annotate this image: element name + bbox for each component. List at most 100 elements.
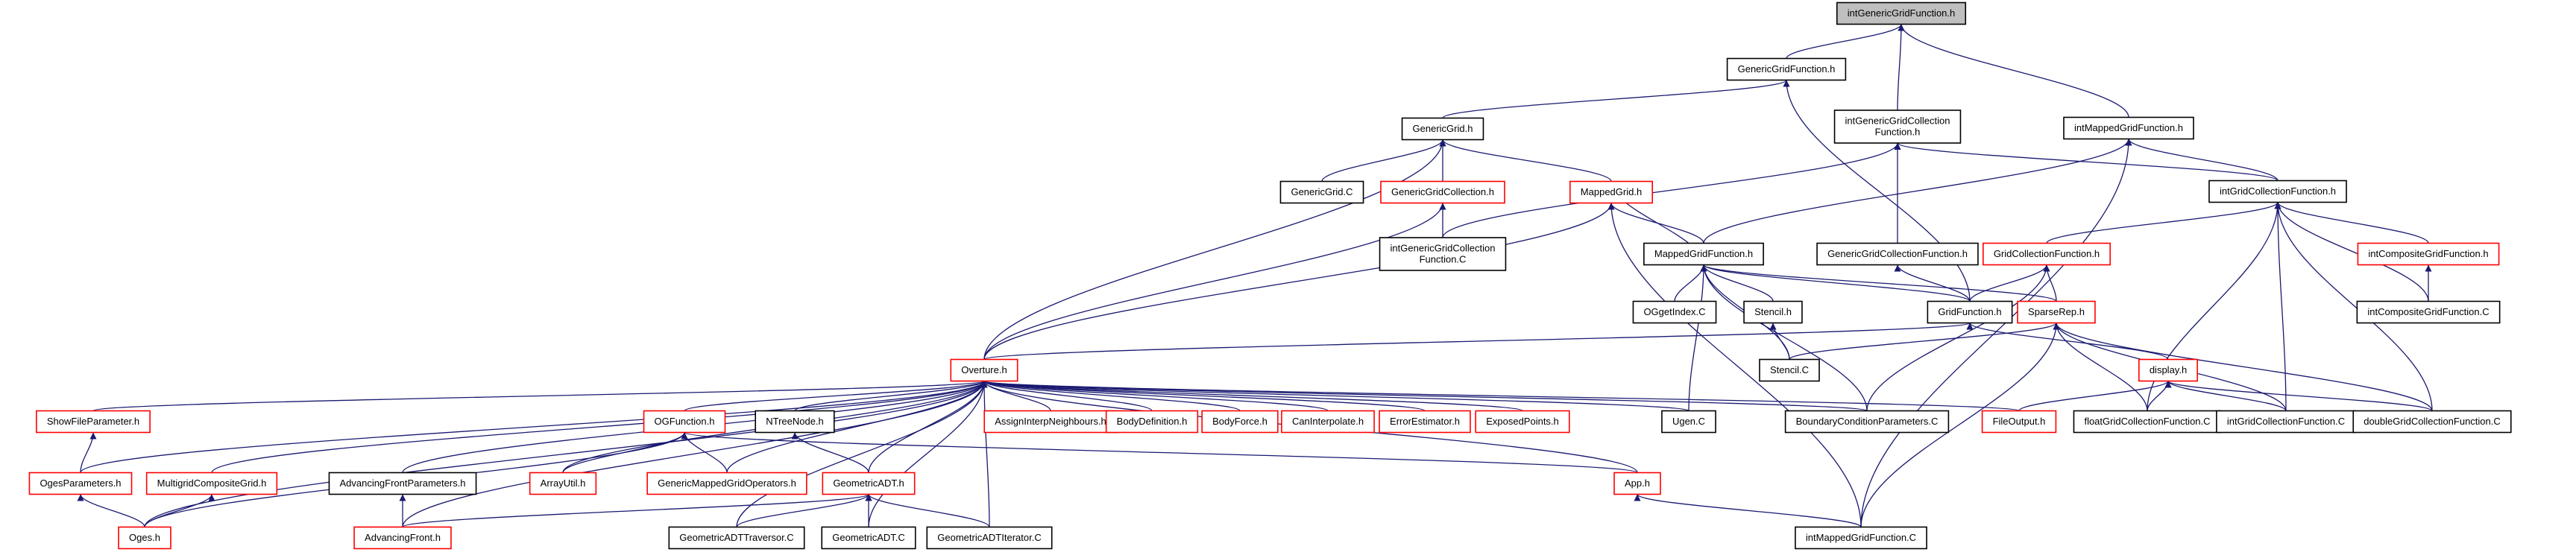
file-node-oges[interactable]: Oges.h (118, 526, 171, 550)
file-node-box (643, 410, 726, 434)
dependency-edge (1607, 203, 1862, 527)
dependency-edge (980, 380, 1523, 412)
file-node-box (1816, 242, 1979, 266)
dependency-edge (2147, 202, 2281, 411)
file-node-gcf[interactable]: GridCollectionFunction.h (1983, 242, 2111, 266)
file-node-ntree[interactable]: NTreeNode.h (755, 410, 835, 434)
dependency-edge (981, 380, 1689, 412)
file-node-label: Oges.h (129, 532, 160, 543)
file-node-label: SparseRep.h (2028, 306, 2085, 317)
file-node-label: Function.C (1420, 254, 1467, 265)
dependency-edge (983, 139, 1446, 360)
file-node-gadt[interactable]: GeometricADT.h (822, 472, 916, 495)
file-node-app[interactable]: App.h (1613, 472, 1661, 495)
dependency-edge (2053, 323, 2148, 411)
dependency-edge (1894, 264, 1971, 302)
file-node-gmgo[interactable]: GenericMappedGridOperators.h (646, 472, 807, 495)
file-node-fgcf[interactable]: floatGridCollectionFunction.C (2073, 410, 2222, 434)
file-node-gg[interactable]: GenericGrid.h (1401, 117, 1484, 141)
file-node-label: OgesParameters.h (40, 478, 121, 489)
file-node-icgf[interactable]: intCompositeGridFunction.h (2357, 242, 2500, 266)
file-node-label: intCompositeGridFunction.C (2367, 306, 2489, 317)
file-node-label: Overture.h (961, 364, 1007, 375)
file-node-sr[interactable]: SparseRep.h (2017, 300, 2096, 324)
file-node-fo[interactable]: FileOutput.h (1981, 410, 2057, 434)
dependency-edge (736, 494, 872, 527)
file-node-box (1661, 410, 1716, 434)
dependency-edge (2274, 202, 2433, 411)
file-node-label: ErrorEstimator.h (1390, 416, 1460, 427)
file-node-root: intGenericGridFunction.h (1836, 1, 1967, 25)
file-node-igcfC[interactable]: intGridCollectionFunction.C (2216, 410, 2356, 434)
file-node-box (1613, 472, 1661, 495)
file-node-label: intMappedGridFunction.C (1806, 532, 1916, 543)
file-node-imgf[interactable]: intMappedGridFunction.h (2063, 116, 2194, 140)
file-node-arrayutil[interactable]: ArrayUtil.h (529, 472, 597, 495)
dependency-edge (983, 322, 1973, 361)
dependency-edge (868, 381, 988, 473)
file-node-imgfC[interactable]: intMappedGridFunction.C (1795, 526, 1927, 550)
file-node-box (755, 410, 835, 434)
file-node-dgcf[interactable]: doubleGridCollectionFunction.C (2352, 410, 2512, 434)
file-node-box (1281, 410, 1375, 434)
file-node-af[interactable]: AdvancingFront.h (353, 526, 452, 550)
file-node-box (1743, 300, 1803, 324)
file-node-stencilC[interactable]: Stencil.C (1759, 358, 1820, 382)
file-node-label: intGridCollectionFunction.C (2227, 416, 2345, 427)
file-node-igcf[interactable]: intGridCollectionFunction.h (2208, 180, 2347, 203)
file-node-ain[interactable]: AssignInterpNeighbours.h (983, 410, 1118, 434)
file-node-box (1379, 410, 1471, 434)
file-node-expts[interactable]: ExposedPoints.h (1475, 410, 1570, 434)
file-node-box (1643, 242, 1764, 266)
file-node-mg[interactable]: MappedGrid.h (1569, 180, 1653, 204)
file-node-display[interactable]: display.h (2138, 358, 2198, 382)
file-node-bdef[interactable]: BodyDefinition.h (1105, 410, 1199, 434)
dependency-edge (1860, 323, 2060, 527)
dependency-edge (1700, 264, 1774, 302)
file-node-label: GeometricADT.C (832, 532, 905, 543)
file-node-ggc[interactable]: GenericGrid.C (1279, 180, 1364, 204)
file-node-mcg[interactable]: MultigridCompositeGrid.h (145, 472, 278, 495)
file-node-box (1569, 180, 1653, 204)
dependency-edge (980, 381, 990, 527)
file-node-gadtC[interactable]: GeometricADT.C (821, 526, 916, 550)
file-node-mgf[interactable]: MappedGridFunction.h (1643, 242, 1764, 266)
file-node-ugen[interactable]: Ugen.C (1661, 410, 1716, 434)
file-node-gadti[interactable]: GeometricADTIterator.C (926, 526, 1053, 550)
file-node-ogi[interactable]: OGgetIndex.C (1632, 300, 1717, 324)
dependency-edge (980, 380, 1426, 412)
file-node-ggcol[interactable]: GenericGridCollection.h (1380, 180, 1505, 204)
file-node-box (28, 472, 133, 495)
file-node-label: intMappedGridFunction.h (2074, 122, 2183, 133)
file-node-sfp[interactable]: ShowFileParameter.h (36, 410, 151, 434)
file-node-afp[interactable]: AdvancingFrontParameters.h (328, 472, 477, 495)
file-node-canint[interactable]: CanInterpolate.h (1281, 410, 1375, 434)
file-node-overture[interactable]: Overture.h (950, 358, 1018, 382)
file-node-ogesp[interactable]: OgesParameters.h (28, 472, 133, 495)
file-node-ogf[interactable]: OGFunction.h (643, 410, 726, 434)
dependency-edge (684, 380, 988, 412)
file-node-label: GridCollectionFunction.h (1994, 248, 2100, 259)
file-node-box (145, 472, 278, 495)
file-node-label: Stencil.C (1770, 364, 1809, 375)
file-node-ggf[interactable]: GenericGridFunction.h (1726, 57, 1847, 81)
dependency-edge (1898, 24, 2129, 118)
file-node-bforce[interactable]: BodyForce.h (1201, 410, 1279, 434)
file-node-icgfC[interactable]: intCompositeGridFunction.C (2356, 300, 2501, 324)
file-node-gf[interactable]: GridFunction.h (1927, 300, 2013, 324)
file-node-gadtt[interactable]: GeometricADTTraversor.C (668, 526, 805, 550)
file-node-bcp[interactable]: BoundaryConditionParameters.C (1784, 410, 1950, 434)
file-node-box (2216, 410, 2356, 434)
file-node-box (1833, 110, 1962, 144)
file-node-label: GridFunction.h (1938, 306, 2001, 317)
file-node-box (646, 472, 807, 495)
file-node-box (983, 410, 1118, 434)
file-node-label: intCompositeGridFunction.h (2368, 248, 2488, 259)
file-node-stencilh[interactable]: Stencil.h (1743, 300, 1803, 324)
file-node-ggcfh[interactable]: GenericGridCollectionFunction.h (1816, 242, 1979, 266)
dependency-edge (211, 381, 988, 473)
file-node-errest[interactable]: ErrorEstimator.h (1379, 410, 1471, 434)
